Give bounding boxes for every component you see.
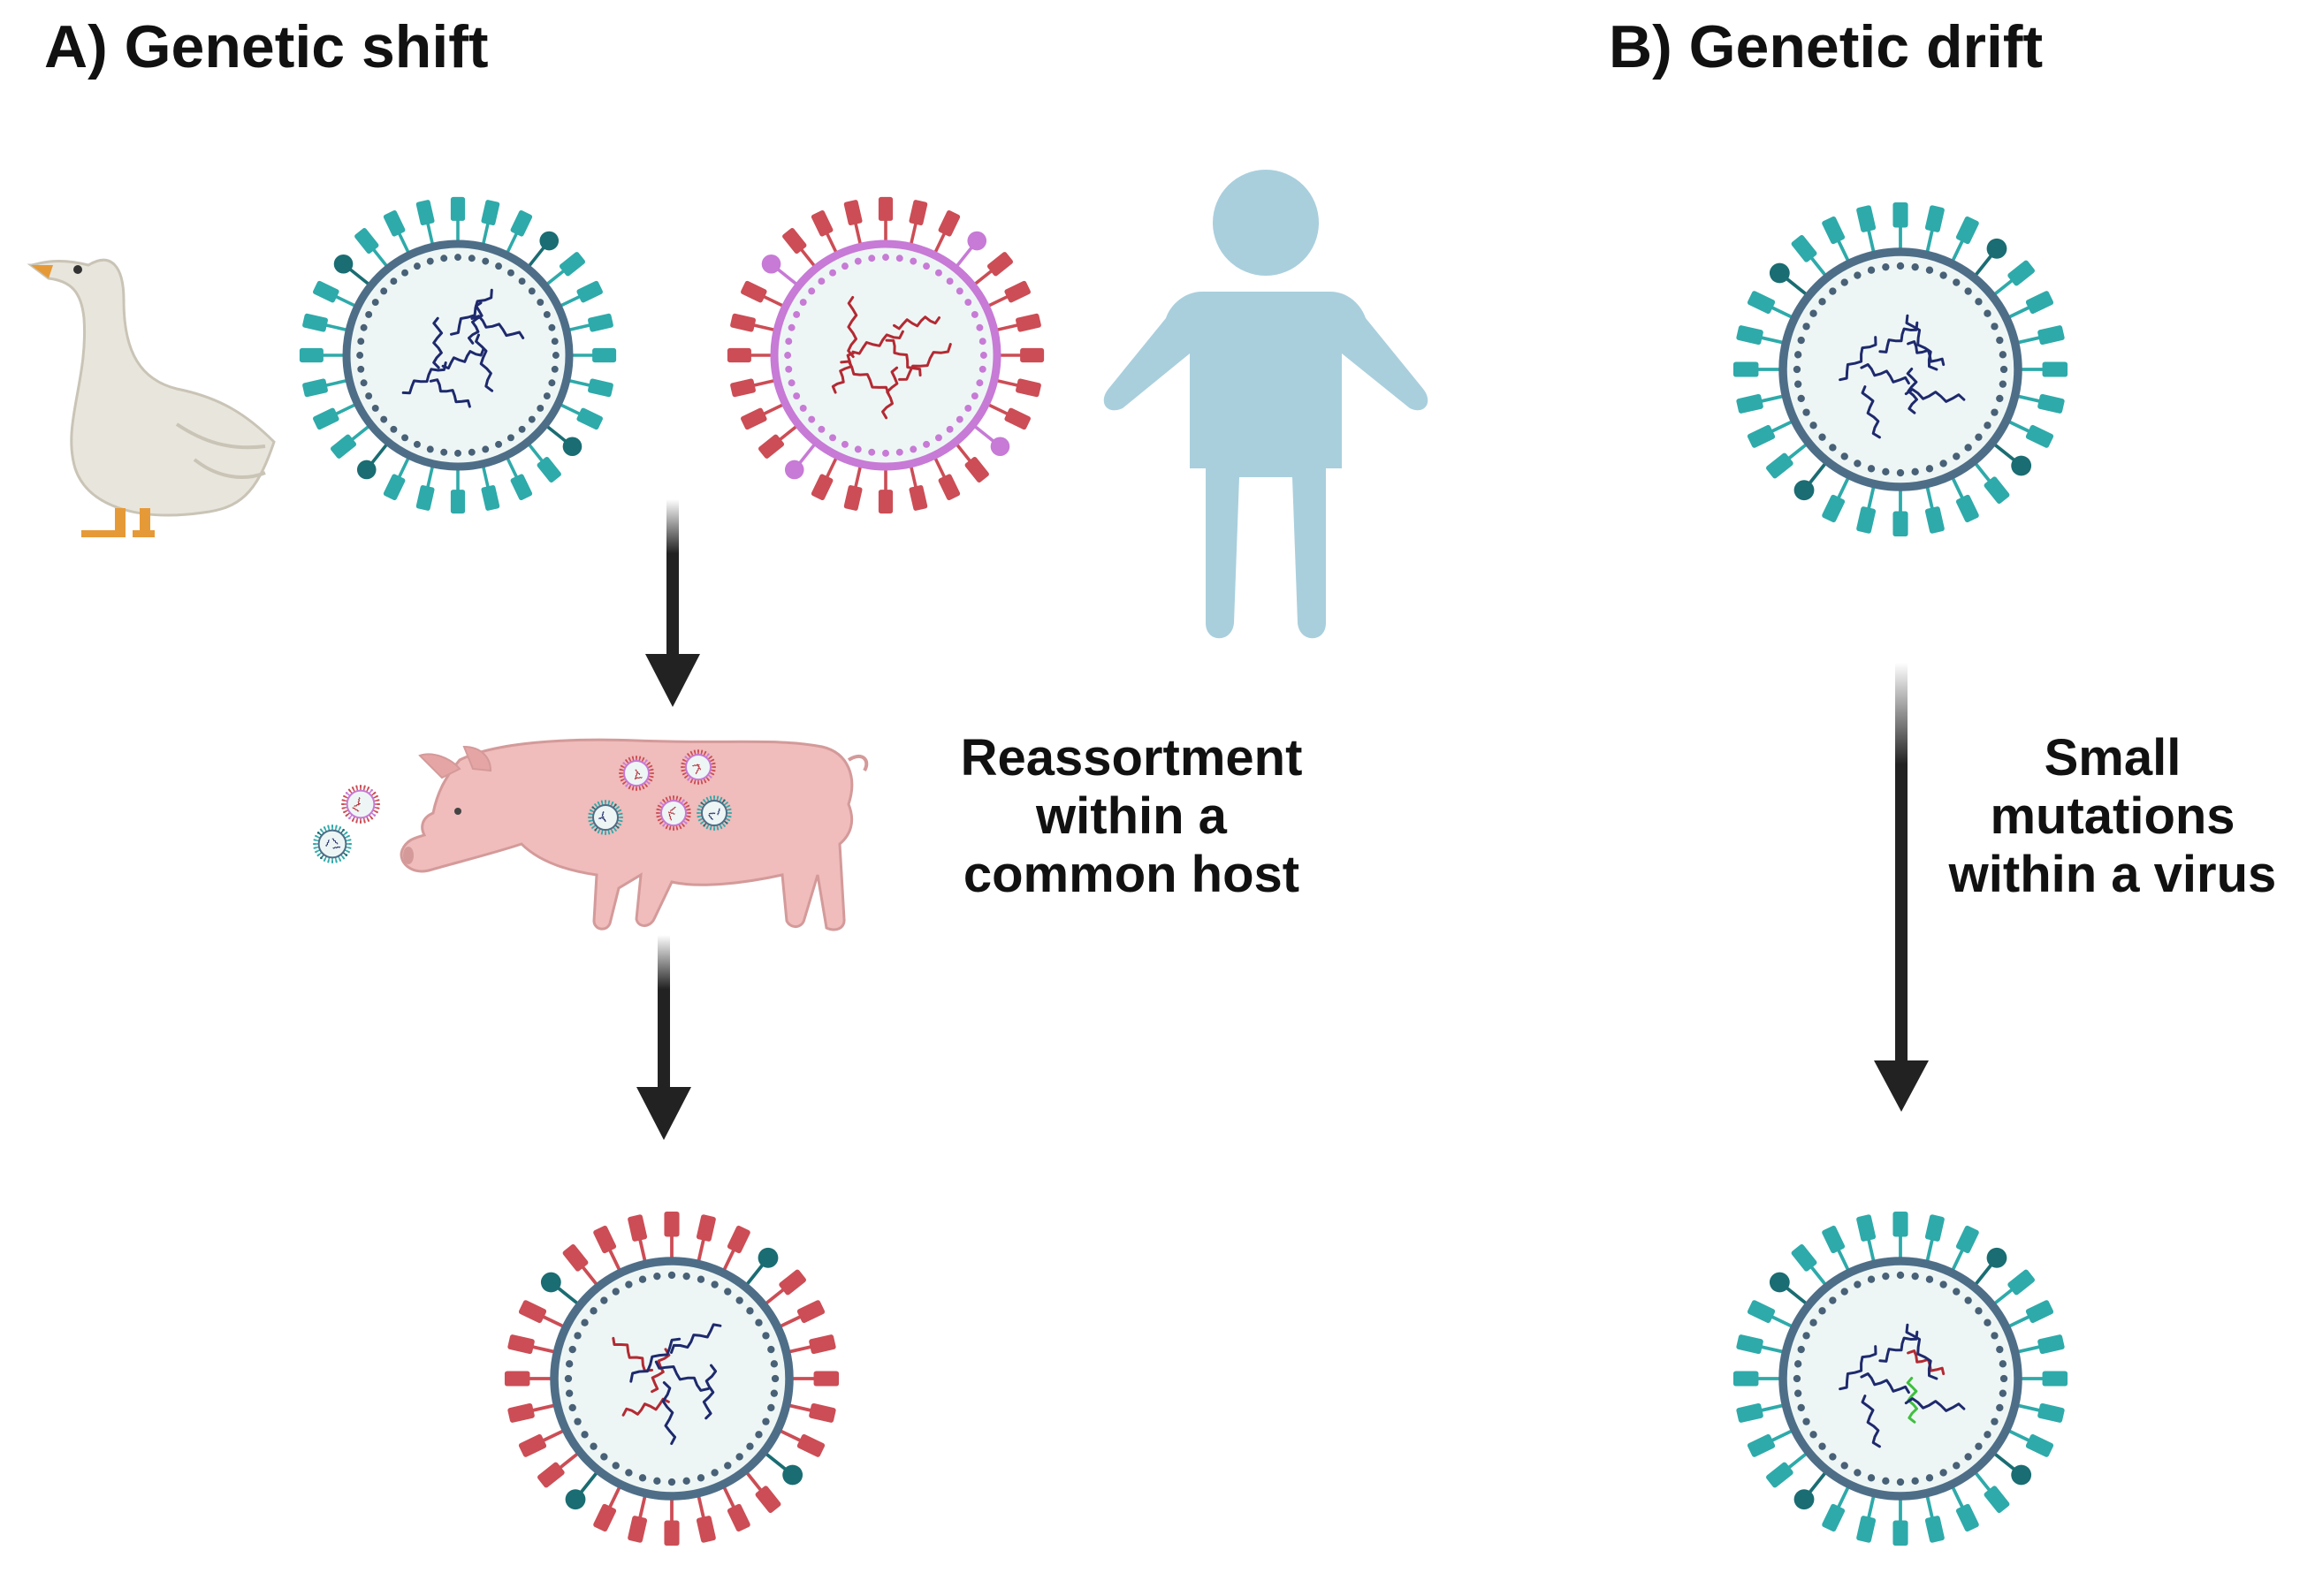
caption-line: common host — [963, 846, 1300, 903]
caption-line: within a virus — [1948, 846, 2277, 903]
panel-b — [1732, 201, 2068, 1547]
influenza-virus-icon — [656, 795, 691, 831]
influenza-virus-icon — [313, 825, 352, 863]
influenza-virus-icon — [299, 196, 617, 514]
goose-icon — [27, 258, 276, 537]
influenza-virus-icon — [681, 749, 716, 785]
influenza-virus-icon — [727, 196, 1045, 514]
influenza-virus-icon — [619, 756, 654, 791]
caption-line: Small — [2044, 729, 2182, 787]
panel-a-caption: Reassortment within a common host — [910, 729, 1352, 904]
panel-a — [27, 170, 1428, 1547]
panel-a-title: A) Genetic shift — [44, 13, 489, 80]
influenza-virus-icon — [697, 795, 732, 831]
influenza-virus-icon — [1732, 201, 2068, 537]
panel-b-caption: Small mutations within a virus — [1918, 729, 2307, 904]
influenza-virus-icon — [588, 800, 623, 835]
arrow-down-icon — [645, 499, 700, 707]
arrow-down-icon — [1874, 663, 1929, 1112]
panel-b-title: B) Genetic drift — [1609, 13, 2044, 80]
arrow-down-icon — [636, 935, 691, 1140]
influenza-virus-icon — [504, 1211, 840, 1547]
caption-line: Reassortment — [960, 729, 1303, 787]
influenza-virus-icon — [1732, 1211, 2068, 1547]
pig-icon — [400, 738, 869, 931]
caption-line: mutations — [1990, 787, 2235, 845]
caption-line: within a — [1036, 787, 1227, 845]
influenza-virus-icon — [341, 785, 380, 824]
person-icon — [1103, 170, 1428, 639]
